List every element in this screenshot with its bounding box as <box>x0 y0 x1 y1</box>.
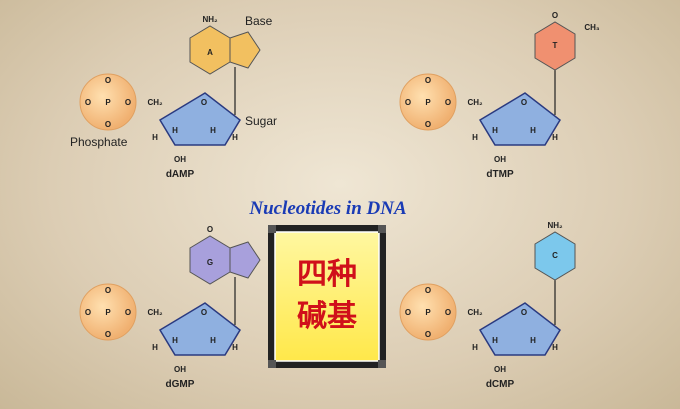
base-letter: G <box>207 258 213 267</box>
sugar-h4: H <box>552 133 558 142</box>
ch2-label: CH₂ <box>467 308 483 317</box>
sugar-ring <box>478 302 561 356</box>
phosphate-label: Phosphate <box>70 135 128 149</box>
sugar-oh: OH <box>174 155 186 164</box>
phosphate-o-right: O <box>445 98 451 107</box>
sugar-h4: H <box>232 133 238 142</box>
sugar-h4: H <box>232 343 238 352</box>
sugar-h1: H <box>172 336 178 345</box>
methyl-label: CH₃ <box>584 23 600 32</box>
card-text-line2: 碱基 <box>297 299 357 334</box>
sugar-oh: OH <box>494 155 506 164</box>
base-substituent: NH₂ <box>202 15 218 24</box>
phosphate-circle <box>79 73 137 131</box>
sugar-o: O <box>521 308 527 317</box>
base-substituent: NH₂ <box>547 221 563 230</box>
sugar-ring <box>478 92 561 146</box>
base-ring-6 <box>534 21 576 71</box>
sugar-o: O <box>201 308 207 317</box>
phosphate-o-top: O <box>425 76 431 85</box>
sugar-label: Sugar <box>245 114 277 128</box>
phosphate-o-top: O <box>425 286 431 295</box>
phosphate-p: P <box>425 308 431 317</box>
base-letter: C <box>552 251 558 260</box>
sugar-o: O <box>201 98 207 107</box>
phosphate-p: P <box>425 98 431 107</box>
diagram-title: Nucleotides in DNA <box>248 198 406 219</box>
phosphate-o-bottom: O <box>105 120 111 129</box>
card-text-line1: 四种 <box>297 257 357 292</box>
phosphate-o-bottom: O <box>105 330 111 339</box>
sugar-h1: H <box>492 336 498 345</box>
phosphate-o-bottom: O <box>425 330 431 339</box>
sugar-h1: H <box>492 126 498 135</box>
phosphate-circle <box>79 283 137 341</box>
phosphate-o-right: O <box>445 308 451 317</box>
nucleotide-name: dGMP <box>166 379 195 390</box>
phosphate-o-right: O <box>125 308 131 317</box>
sugar-oh: OH <box>494 365 506 374</box>
nucleotide-dtmp: P O O O O CH₂ O OH H H H H T O CH₃ dTMP <box>399 11 600 180</box>
ch2-label: CH₂ <box>467 98 483 107</box>
phosphate-o-left: O <box>85 308 91 317</box>
base-ring-6 <box>534 231 576 281</box>
ch2-label: CH₂ <box>147 308 163 317</box>
nucleotide-name: dCMP <box>486 379 515 390</box>
base-ring-5 <box>229 241 261 279</box>
phosphate-o-top: O <box>105 76 111 85</box>
sugar-h4: H <box>552 343 558 352</box>
sugar-h1: H <box>172 126 178 135</box>
sugar-oh: OH <box>174 365 186 374</box>
phosphate-o-left: O <box>405 308 411 317</box>
phosphate-p: P <box>105 98 111 107</box>
sugar-h2: H <box>530 126 536 135</box>
phosphate-circle <box>399 73 457 131</box>
sugar-h3: H <box>152 133 158 142</box>
phosphate-o-top: O <box>105 286 111 295</box>
nucleotide-name: dAMP <box>166 169 195 180</box>
base-letter: A <box>207 48 213 57</box>
nucleotide-damp: P O O O O CH₂ O OH H H H H A NH₂ dAMP <box>79 15 261 180</box>
base-letter: T <box>553 41 558 50</box>
phosphate-p: P <box>105 308 111 317</box>
phosphate-o-left: O <box>85 98 91 107</box>
center-card: 四种 碱基 <box>268 225 386 368</box>
base-ring-5 <box>229 31 261 69</box>
sugar-h3: H <box>472 343 478 352</box>
base-substituent: O <box>552 11 558 20</box>
sugar-h2: H <box>210 126 216 135</box>
nucleotide-name: dTMP <box>486 169 514 180</box>
sugar-ring <box>158 302 241 356</box>
nucleotide-dcmp: P O O O O CH₂ O OH H H H H C NH₂ dCMP <box>399 221 576 390</box>
base-label: Base <box>245 14 273 28</box>
sugar-h3: H <box>472 133 478 142</box>
sugar-h3: H <box>152 343 158 352</box>
base-substituent: O <box>207 225 213 234</box>
sugar-h2: H <box>210 336 216 345</box>
phosphate-o-left: O <box>405 98 411 107</box>
phosphate-o-bottom: O <box>425 120 431 129</box>
sugar-h2: H <box>530 336 536 345</box>
ch2-label: CH₂ <box>147 98 163 107</box>
sugar-ring <box>158 92 241 146</box>
phosphate-circle <box>399 283 457 341</box>
phosphate-o-right: O <box>125 98 131 107</box>
sugar-o: O <box>521 98 527 107</box>
